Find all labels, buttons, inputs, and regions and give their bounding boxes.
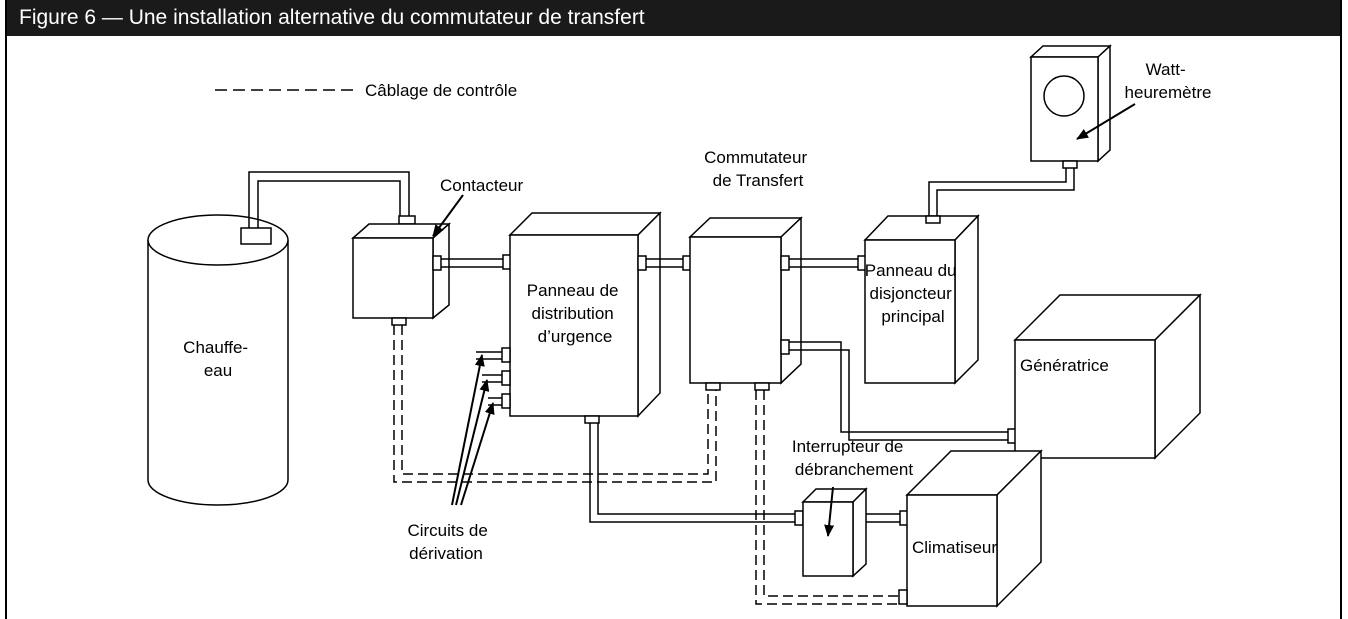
figure-title: Figure 6 — Une installation alternative … [7, 0, 1340, 36]
generator-label: Génératrice [1020, 356, 1109, 375]
air-conditioner-label: Climatiseur [912, 538, 997, 557]
main-breaker-panel-label: Panneau du disjoncteur principal [865, 261, 961, 326]
disconnect-arrow [824, 486, 835, 537]
watthour-meter-label: Watt- heuremètre [1125, 60, 1212, 102]
control-wiring [393, 325, 899, 605]
water-heater-label: Chauffe- eau [183, 338, 253, 380]
emergency-panel-box [501, 211, 662, 424]
disconnect-switch-box [801, 487, 868, 578]
contactor-arrow [432, 194, 464, 237]
disconnect-switch-label: Interrupteur de débranchement [792, 437, 913, 479]
transfer-switch-label: Commutateur de Transfert [704, 148, 812, 190]
main-breaker-panel-box [863, 214, 980, 385]
contactor-box [351, 222, 451, 326]
contactor-label: Contacteur [440, 176, 523, 195]
branch-circuits-label: Circuits de dérivation [407, 521, 492, 563]
legend-label: Câblage de contrôle [365, 81, 517, 100]
transfer-switch-box [688, 216, 803, 391]
water-heater [147, 214, 289, 506]
air-conditioner-box [898, 449, 1043, 608]
figure-frame: Figure 6 — Une installation alternative … [5, 0, 1342, 619]
conduit-heater-contactor [248, 171, 410, 228]
meter-arrow [1076, 103, 1136, 140]
emergency-panel-label: Panneau de distribution d’urgence [527, 281, 623, 346]
watthour-meter-box [1029, 44, 1112, 169]
generator-box [1013, 293, 1202, 460]
